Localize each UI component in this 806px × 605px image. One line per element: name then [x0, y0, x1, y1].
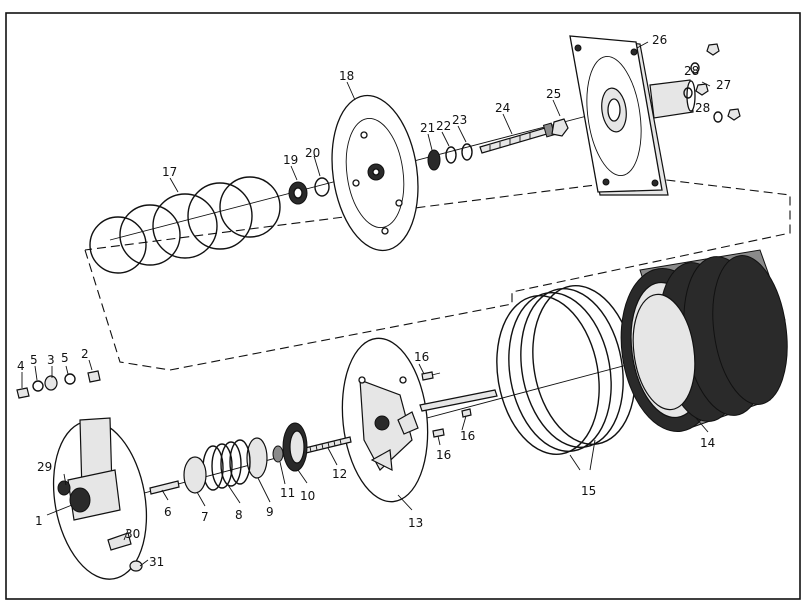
label-part-18: 18	[339, 69, 354, 83]
label-part-8: 8	[235, 508, 243, 522]
label-part-3: 3	[47, 353, 55, 367]
label-part-21: 21	[420, 121, 435, 135]
upper-disc-plate	[331, 94, 419, 252]
seal-21	[427, 149, 441, 171]
coil-spring-large	[89, 176, 281, 274]
small-spring-8	[202, 439, 251, 491]
ring-11	[272, 445, 284, 463]
small-hardware-2-5	[16, 370, 101, 399]
label-part-10: 10	[300, 489, 315, 503]
label-part-28a: 28	[684, 64, 699, 78]
label-part-16a: 16	[414, 350, 429, 364]
square-housing-26	[569, 35, 696, 196]
coil-spring-15	[496, 285, 636, 455]
label-part-27: 27	[716, 78, 731, 92]
clip-31	[129, 560, 143, 572]
label-part-13: 13	[408, 516, 423, 530]
lower-disc-plate-13	[341, 337, 429, 503]
washer-22	[445, 146, 457, 164]
label-part-5a: 5	[30, 353, 38, 367]
label-part-30: 30	[125, 527, 140, 541]
end-housing-1	[52, 417, 148, 580]
label-part-24: 24	[495, 101, 510, 115]
label-part-25: 25	[546, 87, 561, 101]
frame-border	[5, 12, 801, 600]
label-part-19: 19	[283, 153, 298, 167]
circlip-23	[461, 143, 473, 161]
part-number-labels: 1 2 3 4 5 5 6 7 8 9 10 11 12 13 14 15 16…	[17, 33, 731, 569]
label-part-1: 1	[35, 514, 43, 528]
threaded-rod-12	[304, 436, 352, 454]
lower-shaft	[419, 389, 498, 412]
label-part-22: 22	[436, 119, 451, 133]
label-part-20: 20	[305, 146, 320, 160]
pin-6	[149, 480, 180, 495]
label-part-11: 11	[280, 486, 295, 500]
label-part-31: 31	[149, 555, 164, 569]
cup-washer-7	[183, 456, 207, 494]
label-part-17: 17	[162, 165, 177, 179]
label-part-16c: 16	[436, 448, 451, 462]
label-part-26: 26	[652, 33, 667, 47]
label-part-16b: 16	[460, 429, 475, 443]
label-part-6: 6	[164, 505, 172, 519]
ring-20	[314, 177, 330, 197]
label-part-12: 12	[332, 467, 347, 481]
ribbed-drum-14	[620, 249, 788, 432]
label-part-28b: 28	[695, 101, 710, 115]
leader-lines	[21, 41, 711, 567]
label-part-5b: 5	[61, 351, 69, 365]
nut-25	[551, 118, 569, 137]
label-part-9: 9	[266, 505, 274, 519]
bearing	[288, 181, 308, 205]
label-part-4: 4	[17, 359, 25, 373]
assembly-dashed-outline	[84, 177, 791, 371]
spoked-disc-10	[282, 422, 308, 472]
label-part-14: 14	[700, 436, 715, 450]
nuts-washers-27-28	[683, 43, 741, 123]
label-part-29: 29	[37, 460, 52, 474]
shaft-24	[479, 122, 556, 154]
label-part-15: 15	[581, 484, 596, 498]
label-part-23: 23	[452, 113, 467, 127]
bolts-16	[421, 371, 472, 438]
ring-9	[246, 437, 268, 479]
label-part-7: 7	[201, 510, 209, 524]
label-part-2: 2	[81, 347, 89, 361]
